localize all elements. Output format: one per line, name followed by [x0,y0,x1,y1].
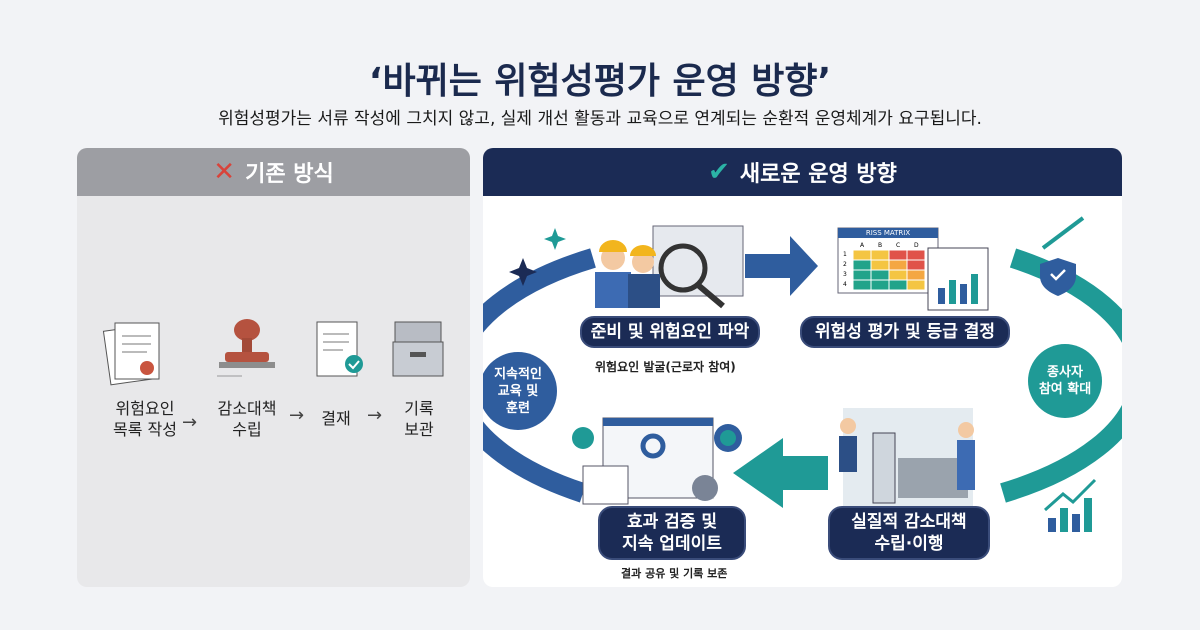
matrix-col-label: C [896,242,900,249]
legacy-step-countermeasure: 감소대책 수립 [217,399,277,439]
legacy-method-panel: ✕ 기존 방식 위험요인 목록 작성 감소대책 수립 결재 기록 보관 → → → [77,148,470,587]
matrix-cell [870,269,890,281]
matrix-cell [888,249,908,261]
matrix-cell [888,259,908,271]
sparkle-icon [509,228,566,286]
matrix-row-label: 3 [843,271,847,278]
x-icon: ✕ [213,157,236,187]
matrix-cell [870,249,890,261]
arrow-icon: → [182,412,198,433]
legacy-step-approval: 결재 [321,409,351,428]
legacy-step-archive: 기록 보관 [404,399,434,439]
arrow-icon: → [367,405,383,426]
shield-growth-icon [1040,216,1085,296]
matrix-row-label: 2 [843,261,847,268]
archive-box-icon [392,321,444,377]
matrix-row-label: 1 [843,251,847,258]
workers-inspection-illustration [595,225,744,309]
new-direction-header: ✔ 새로운 운영 방향 [483,148,1122,196]
legacy-header-label: 기존 방식 [245,162,334,187]
flow-arrow-left [733,438,828,508]
growth-chart-icon [1044,478,1097,532]
arrow-icon: → [289,405,305,426]
risk-matrix-title: RISS MATRIX [865,229,911,237]
matrix-cell [906,249,926,261]
page-title: ‘바뀌는 위험성평가 운영 방향’ [368,61,832,102]
legacy-step-list: 위험요인 목록 작성 [113,399,177,439]
matrix-cell [906,279,926,291]
matrix-cell [906,259,926,271]
matrix-col-label: A [860,242,865,249]
matrix-row-label: 4 [843,281,847,288]
legacy-header: ✕ 기존 방식 [77,148,470,196]
matrix-cell [852,269,872,281]
worker-participation-badge: 종사자 참여 확대 [1028,344,1102,418]
new-direction-panel: ✔ 새로운 운영 방향 A B C D 1 2 3 4 RISS MATRIX 준비 및 위험요… [483,148,1122,587]
cycle-arc-right [1000,248,1122,503]
legacy-icons [102,319,444,386]
matrix-col-label: D [914,242,919,249]
matrix-cell [870,279,890,291]
step-implement-measures: 실질적 감소대책 수립·이행 [828,506,990,560]
matrix-cell [852,279,872,291]
matrix-cell [852,249,872,261]
page-subtitle: 위험성평가는 서류 작성에 그치지 않고, 실제 개선 활동과 교육으로 연계되… [218,109,982,129]
new-direction-header-label: 새로운 운영 방향 [739,162,897,187]
matrix-cell [870,259,890,271]
flow-arrow-right [745,236,818,296]
approved-document-icon [316,321,363,377]
matrix-cell [906,269,926,281]
matrix-col-label: B [878,242,882,249]
continuous-training-badge: 지속적인 교육 및 훈련 [483,352,557,430]
cycle-diagram: A B C D 1 2 3 4 [483,216,1122,532]
step-verify-update: 효과 검증 및 지속 업데이트 [598,506,746,560]
step-identify-caption: 위험요인 발굴(근로자 참여) [595,360,736,374]
dashboard-gears-illustration [572,417,742,505]
step-identify-hazards: 준비 및 위험요인 파악 [580,316,760,348]
stamp-icon [217,319,275,377]
step-verify-caption: 결과 공유 및 기록 보존 [621,567,728,580]
workers-installation-illustration [839,408,975,508]
matrix-cell [852,259,872,271]
matrix-cell [888,279,908,291]
risk-matrix-illustration: A B C D 1 2 3 4 [837,227,989,311]
check-icon: ✔ [708,157,730,187]
documents-icon [102,322,160,386]
step-assess-risk: 위험성 평가 및 등급 결정 [800,316,1010,348]
cycle-arc-left [483,248,596,503]
matrix-cell [888,269,908,281]
